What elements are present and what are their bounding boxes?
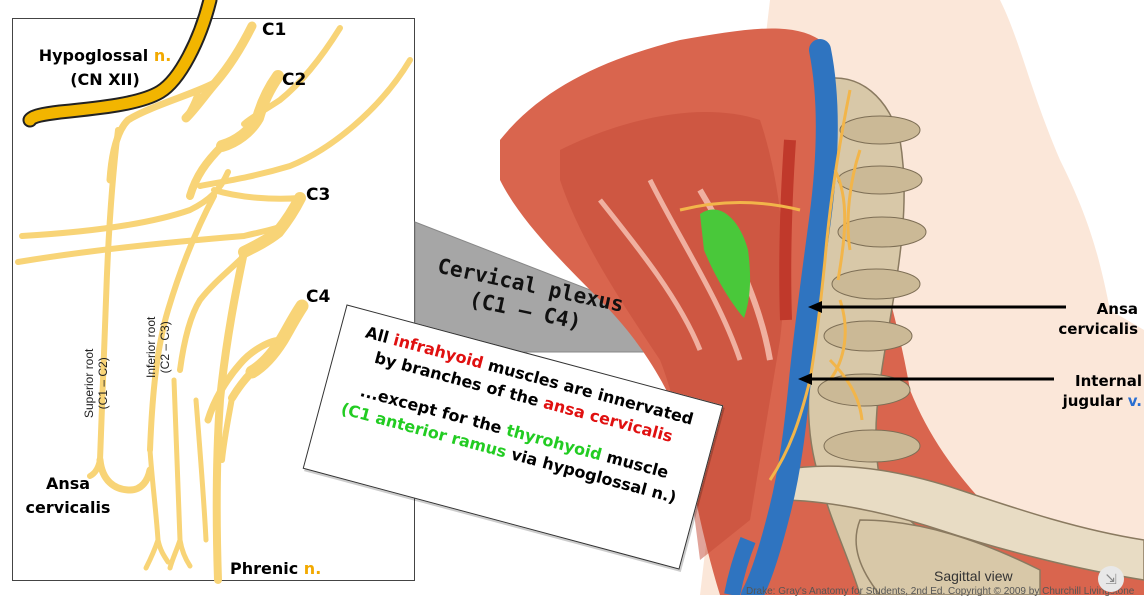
inferior-root xyxy=(147,193,217,453)
c2-label: C2 xyxy=(282,70,307,90)
ansa-ptr-line1: Ansa xyxy=(1096,300,1138,318)
sagittal-view-label: Sagittal view xyxy=(934,568,1013,584)
internal-jugular-vein xyxy=(741,39,838,595)
carotid-artery xyxy=(779,139,796,321)
c4-descending xyxy=(204,336,286,424)
phrenic-contrib xyxy=(219,395,235,463)
hypoglossal-suffix: n. xyxy=(153,46,172,65)
ansa-cervicalis-pointer-label: Ansa cervicalis xyxy=(1040,299,1138,339)
clavicle xyxy=(779,465,1144,581)
branch-mid xyxy=(177,253,247,373)
ansa-line1: Ansa xyxy=(45,474,91,493)
c3-branch xyxy=(211,187,303,202)
image-credit: Drake: Gray's Anatomy for Students, 2nd … xyxy=(746,586,1135,597)
ijv-line2-suffix: v. xyxy=(1127,392,1142,410)
c2-branch-a xyxy=(241,25,343,127)
ansa-ptr-line2: cervicalis xyxy=(1058,320,1138,338)
hypoglossal-text: Hypoglossal xyxy=(38,46,149,65)
ijv-line2-text: jugular xyxy=(1062,392,1123,410)
branch-d5 xyxy=(193,397,209,543)
branch-d2 xyxy=(143,537,161,571)
phrenic-nerve xyxy=(212,248,248,584)
ijv-line1: Internal xyxy=(1075,372,1142,390)
internal-jugular-label: Internal jugular v. xyxy=(1040,371,1142,411)
collapse-arrows-icon[interactable]: ⇲ xyxy=(1098,566,1124,592)
hypoglossal-cn: (CN XII) xyxy=(70,70,140,89)
first-rib xyxy=(855,519,1041,595)
phrenic-suffix: n. xyxy=(303,559,322,578)
upper-branch xyxy=(19,169,231,239)
hypoglossal-label: Hypoglossal n. (CN XII) xyxy=(30,44,180,92)
c2-branch-c xyxy=(186,142,226,200)
thyrohyoid-muscle xyxy=(700,209,751,318)
hypoglossal-branch xyxy=(183,89,201,121)
branch-d4 xyxy=(167,537,183,571)
c2-nerve xyxy=(216,70,284,152)
c4-label: C4 xyxy=(306,287,331,307)
phrenic-text: Phrenic xyxy=(230,559,299,578)
ansa-cervicalis-label: Ansa cervicalis xyxy=(18,472,118,520)
phrenic-label: Phrenic n. xyxy=(230,559,321,578)
ansa-loop xyxy=(96,456,154,494)
transverse-branch xyxy=(15,223,285,265)
callout-l1a: All xyxy=(363,322,391,348)
c3-label: C3 xyxy=(306,185,331,205)
c3-nerve xyxy=(238,192,306,258)
ansa-line2: cervicalis xyxy=(25,498,111,517)
c1-label: C1 xyxy=(262,20,287,40)
branch-d3 xyxy=(171,377,193,569)
